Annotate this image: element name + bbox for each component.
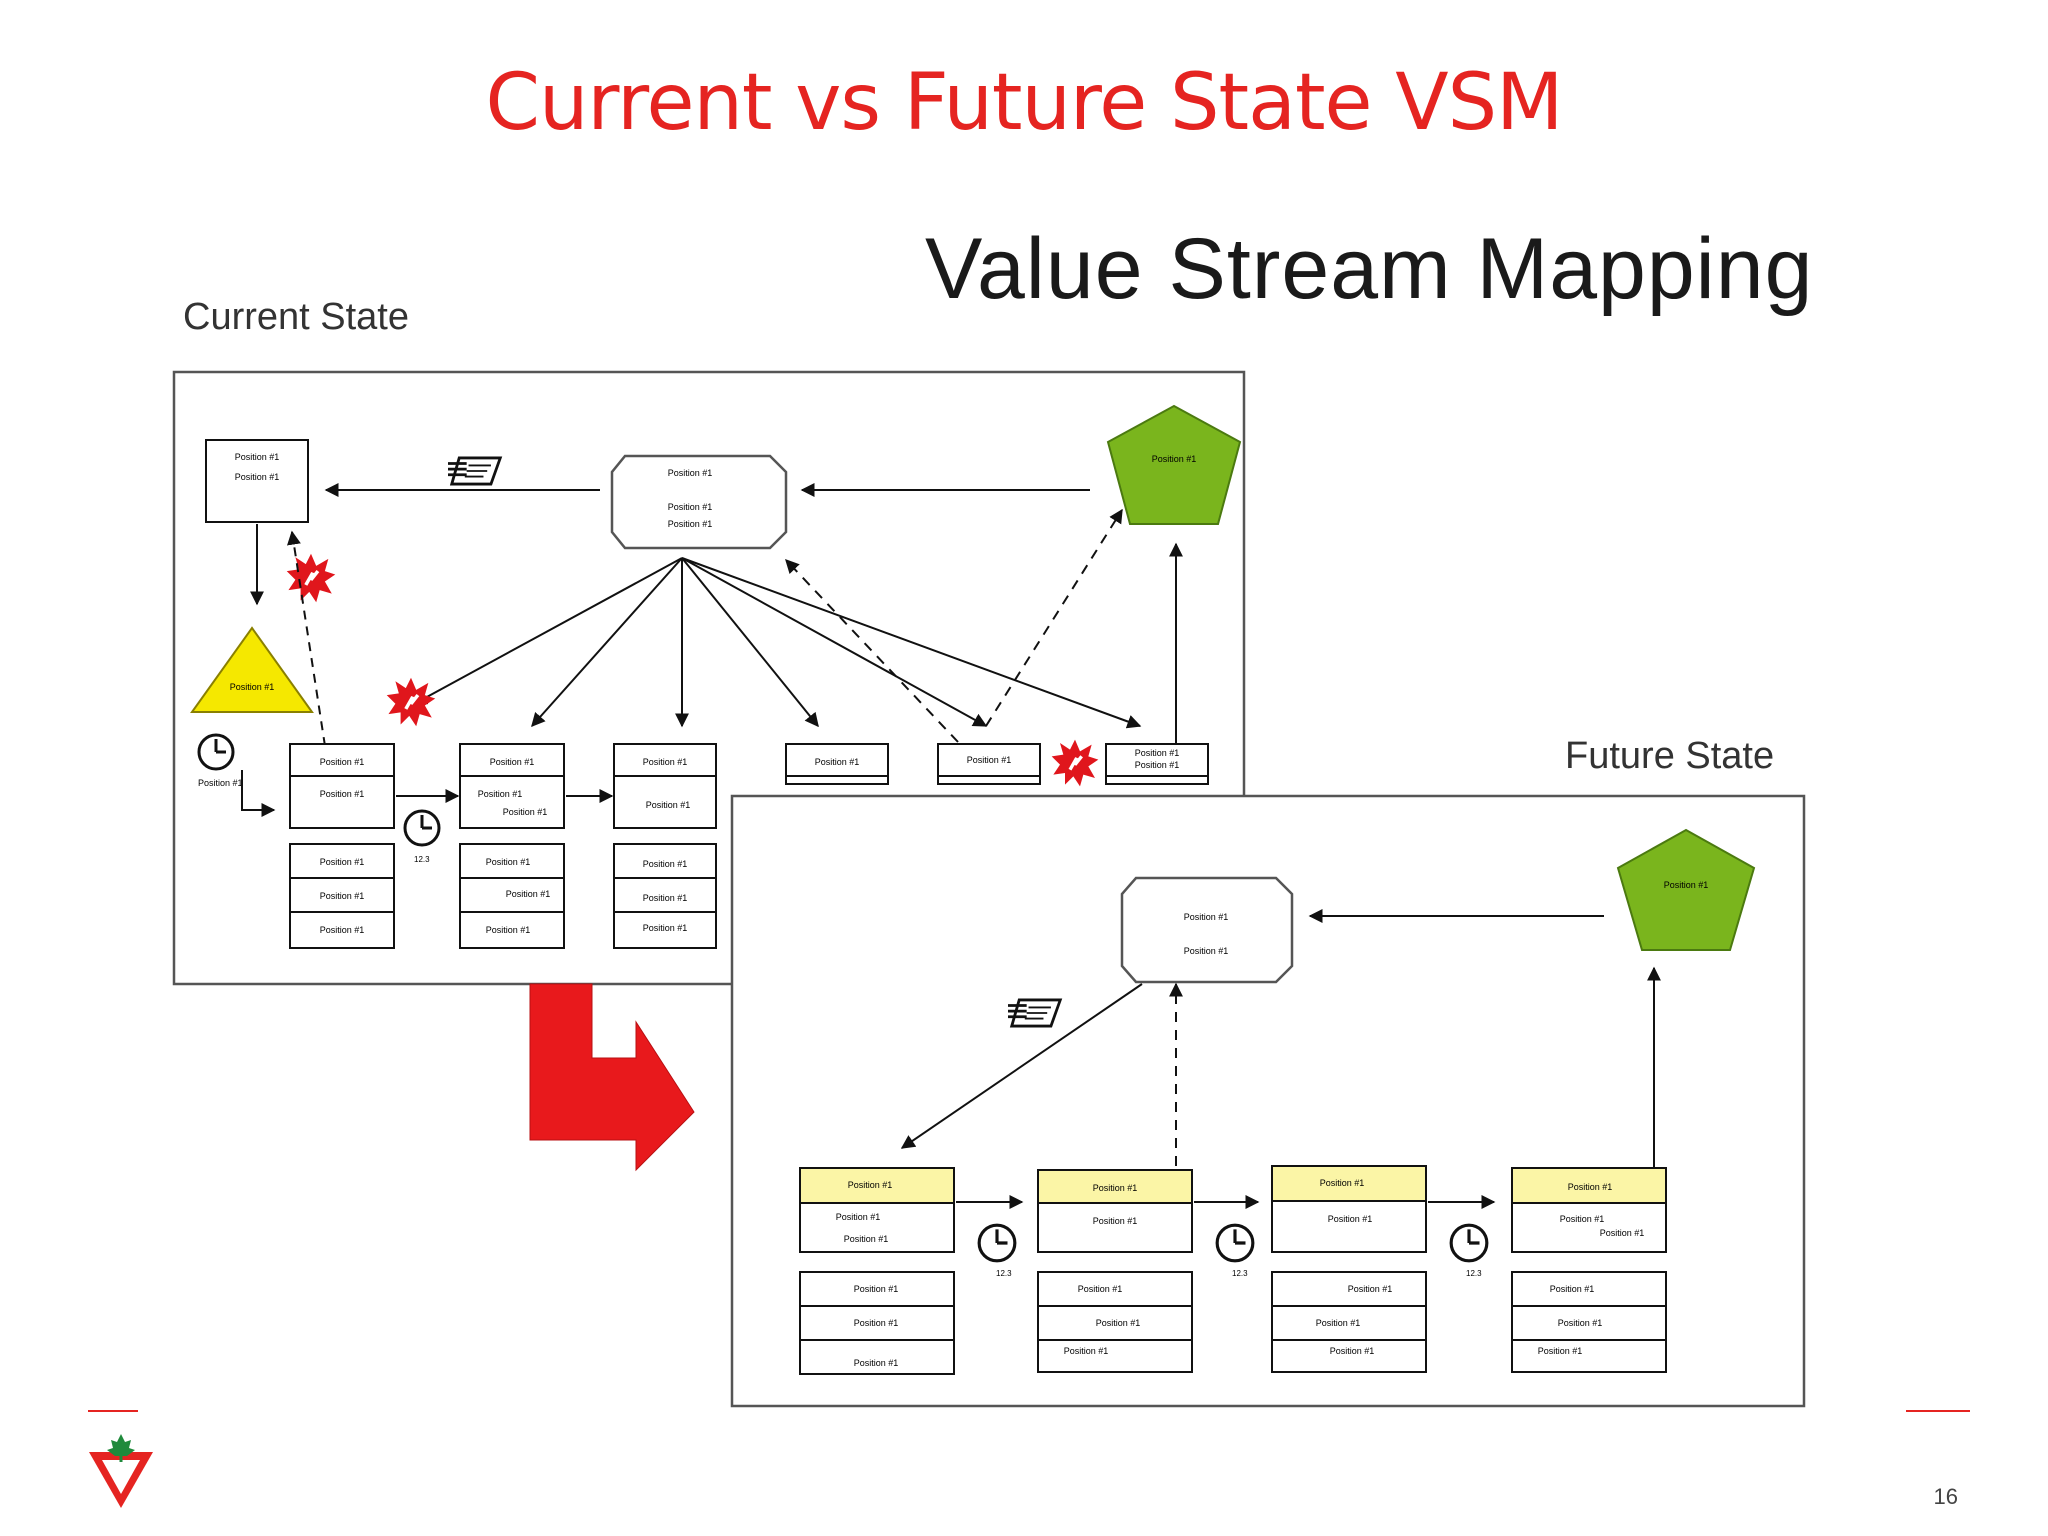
box-label: Position #1 — [1664, 880, 1709, 890]
cycle-time-label: 12.3 — [1466, 1269, 1482, 1278]
box-label: Position #1 — [1568, 1182, 1613, 1192]
clock-icon — [1215, 1223, 1255, 1263]
current-state-label: Current State — [183, 296, 409, 338]
box-label: Position #1 — [486, 857, 531, 867]
vsm-heading: Value Stream Mapping — [925, 221, 1814, 317]
process-box-2: Position #1 Position #1 Position #1 Posi… — [459, 743, 565, 949]
box-label: Position #1 — [1558, 1318, 1603, 1328]
box-label: Position #1 — [643, 923, 688, 933]
scheduling-box: Position #1 Position #1 Position #1 — [610, 454, 788, 550]
box-label: Position #1 — [1348, 1284, 1393, 1294]
box-label: Position #1 — [1184, 912, 1229, 922]
cycle-time-label: 12.3 — [1232, 1269, 1248, 1278]
production-control-box: Position #1 Position #1 — [205, 439, 309, 523]
box-label: Position #1 — [854, 1318, 899, 1328]
box-label: Position #1 — [506, 889, 551, 899]
clock-icon — [977, 1223, 1017, 1263]
box-label: Position #1 — [1135, 748, 1180, 758]
box-label: Position #1 — [1093, 1216, 1138, 1226]
supplier-pentagon: Position #1 — [1106, 404, 1242, 525]
box-label: Position #1 — [1093, 1183, 1138, 1193]
process-box-1: Position #1 Position #1 Position #1 Posi… — [289, 743, 395, 949]
future-supplier-pentagon: Position #1 — [1616, 828, 1756, 951]
box-label: Position #1 — [1078, 1284, 1123, 1294]
box-label: Position #1 — [1135, 760, 1180, 770]
cycle-time-label: 12.3 — [996, 1269, 1012, 1278]
process-box-4: Position #1 — [785, 743, 889, 785]
box-label: Position #1 — [1316, 1318, 1361, 1328]
box-label: Position #1 — [490, 757, 535, 767]
cycle-time-label: 12.3 — [414, 855, 430, 864]
box-label: Position #1 — [643, 757, 688, 767]
box-label: Position #1 — [646, 800, 691, 810]
clock-icon — [1449, 1223, 1489, 1263]
future-process-box-3: Position #1 Position #1 Position #1 Posi… — [1271, 1165, 1427, 1373]
future-process-box-4: Position #1 Position #1 Position #1 Posi… — [1511, 1167, 1667, 1373]
future-scheduling-box: Position #1 Position #1 — [1120, 876, 1294, 984]
box-label: Position #1 — [320, 891, 365, 901]
box-label: Position #1 — [1328, 1214, 1373, 1224]
box-label: Position #1 — [668, 519, 713, 529]
future-process-box-2: Position #1 Position #1 Position #1 Posi… — [1037, 1169, 1193, 1373]
inventory-triangle: Position #1 — [190, 626, 314, 713]
box-label: Position #1 — [503, 807, 548, 817]
process-box-3: Position #1 Position #1 Position #1 Posi… — [613, 743, 717, 949]
box-label: Position #1 — [320, 757, 365, 767]
box-label: Position #1 — [320, 925, 365, 935]
process-box-6: Position #1 Position #1 — [1105, 743, 1209, 785]
page-number: 16 — [1933, 1484, 1958, 1509]
box-label: Position #1 — [230, 682, 275, 692]
box-label: Position #1 — [815, 757, 860, 767]
box-label: Position #1 — [235, 452, 280, 462]
canadian-tire-logo-icon — [89, 1434, 153, 1508]
box-label: Position #1 — [854, 1358, 899, 1368]
box-label: Position #1 — [643, 859, 688, 869]
footer-rule-left — [88, 1410, 138, 1412]
box-label: Position #1 — [848, 1180, 893, 1190]
clock-icon — [403, 809, 441, 847]
box-label: Position #1 — [643, 893, 688, 903]
slide-title: Current vs Future State VSM — [485, 58, 1564, 148]
future-state-map: Position #1 Position #1 Position #1 Posi… — [730, 794, 1806, 1408]
process-box-5: Position #1 — [937, 743, 1041, 785]
box-label: Position #1 — [1538, 1346, 1583, 1356]
footer-rule-right — [1906, 1410, 1970, 1412]
box-label: Position #1 — [1560, 1214, 1605, 1224]
box-label: Position #1 — [1152, 454, 1197, 464]
box-label: Position #1 — [1330, 1346, 1375, 1356]
box-label: Position #1 — [967, 755, 1012, 765]
box-label: Position #1 — [1064, 1346, 1109, 1356]
box-label: Position #1 — [1550, 1284, 1595, 1294]
box-label: Position #1 — [668, 502, 713, 512]
box-label: Position #1 — [1600, 1228, 1645, 1238]
future-state-label: Future State — [1565, 735, 1775, 777]
box-label: Position #1 — [844, 1234, 889, 1244]
clock-icon — [197, 733, 235, 771]
box-label: Position #1 — [198, 778, 243, 788]
box-label: Position #1 — [320, 789, 365, 799]
box-label: Position #1 — [854, 1284, 899, 1294]
box-label: Position #1 — [1320, 1178, 1365, 1188]
future-process-box-1: Position #1 Position #1 Position #1 Posi… — [799, 1167, 955, 1375]
box-label: Position #1 — [1096, 1318, 1141, 1328]
box-label: Position #1 — [836, 1212, 881, 1222]
box-label: Position #1 — [320, 857, 365, 867]
transition-arrow-icon — [529, 983, 695, 1172]
box-label: Position #1 — [668, 468, 713, 478]
box-label: Position #1 — [486, 925, 531, 935]
box-label: Position #1 — [1184, 946, 1229, 956]
box-label: Position #1 — [235, 472, 280, 482]
box-label: Position #1 — [478, 789, 523, 799]
